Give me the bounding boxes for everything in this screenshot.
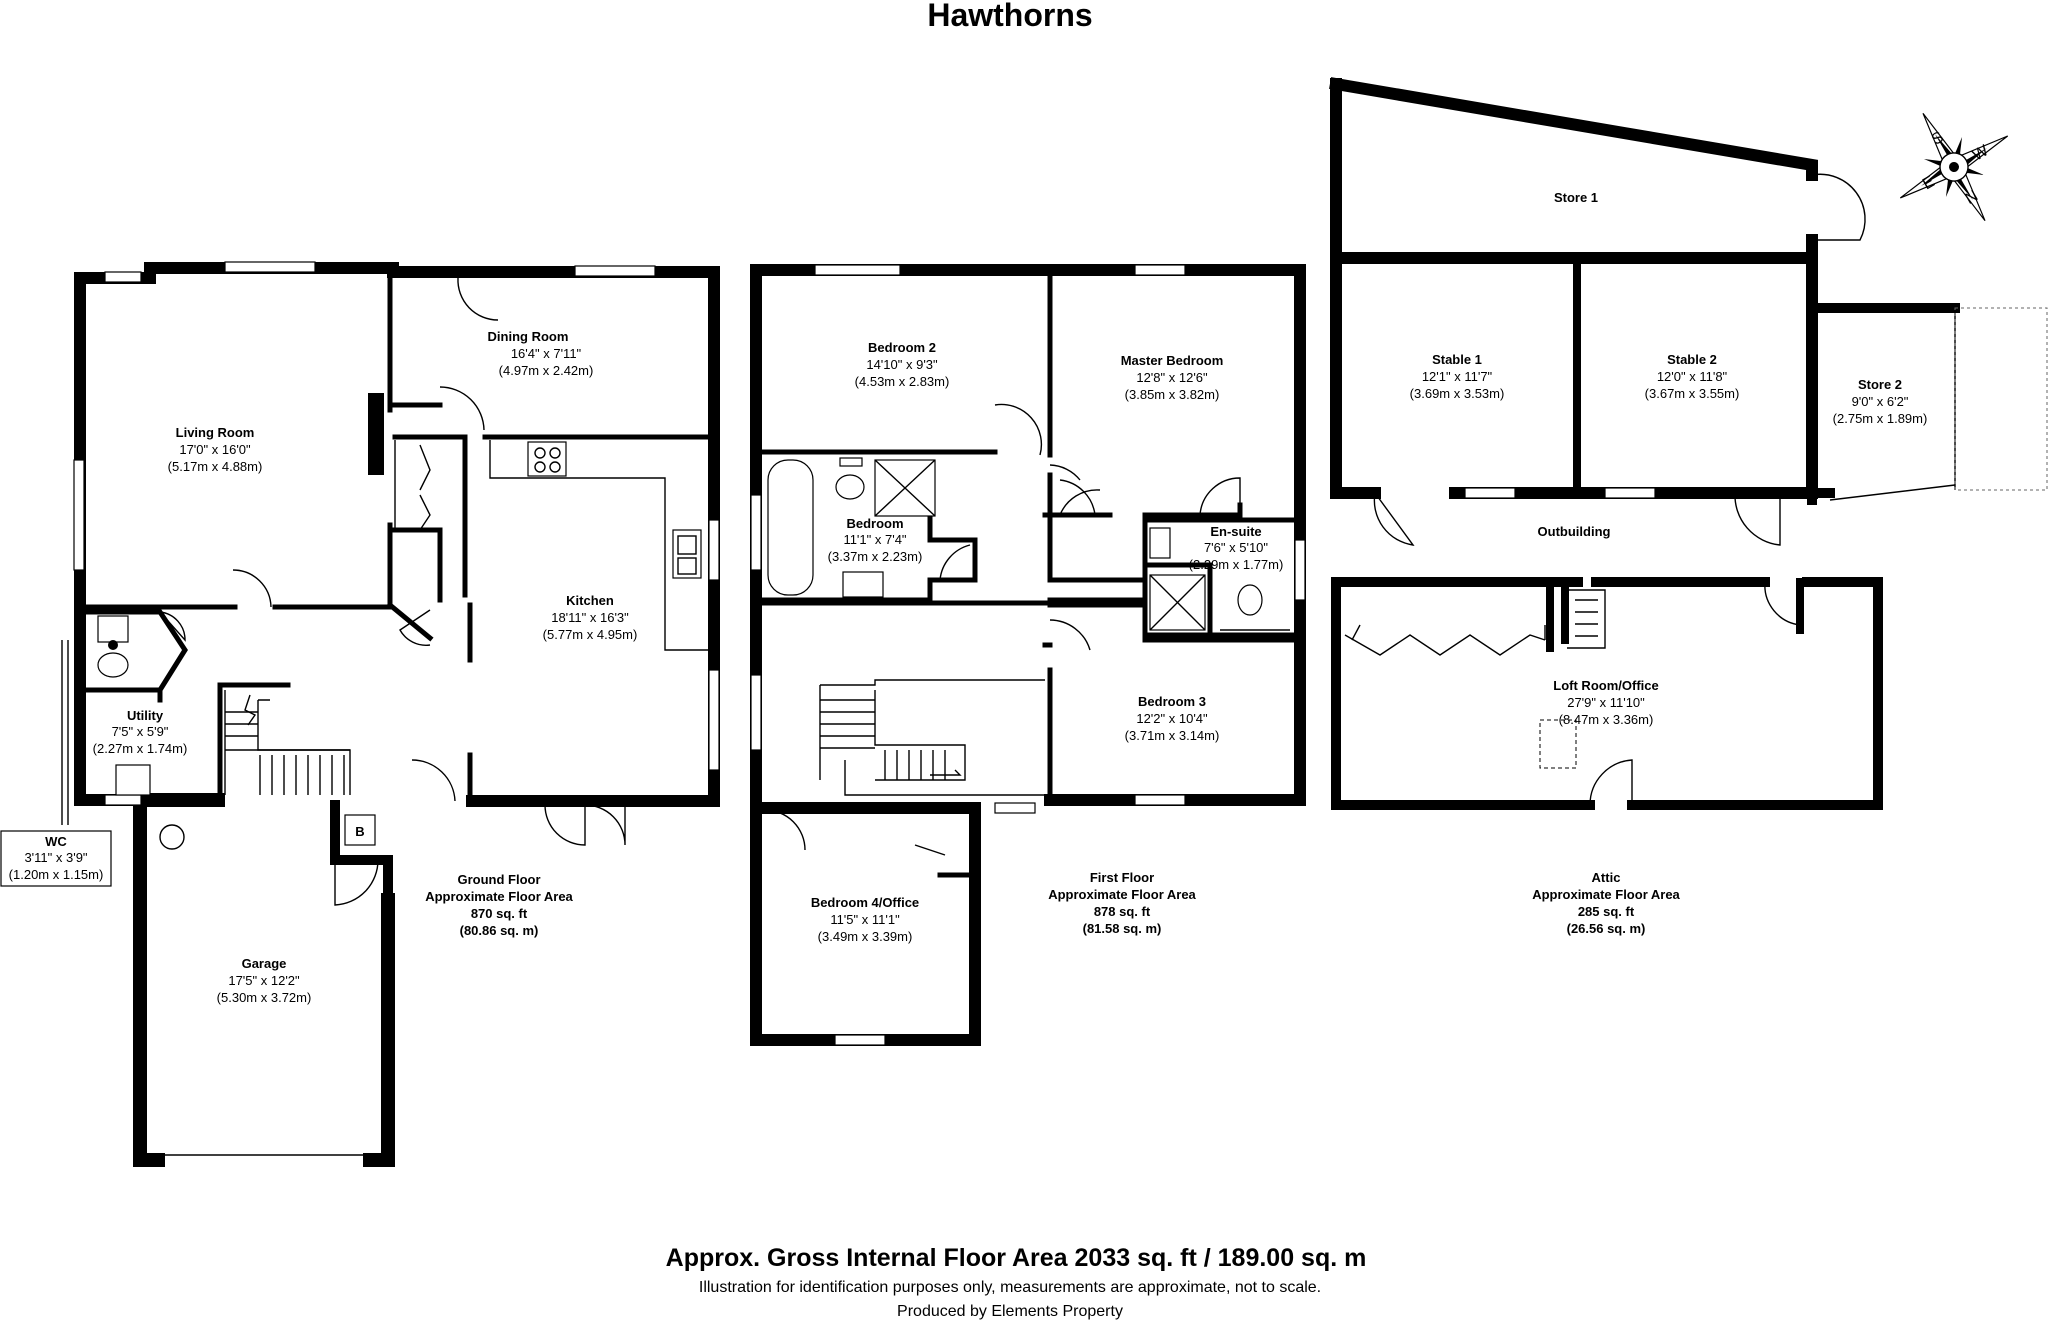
living-room-imperial: 17'0" x 16'0" [179, 442, 251, 457]
en-suite-imperial: 7'6" x 5'10" [1204, 540, 1268, 555]
utility-imperial: 7'5" x 5'9" [112, 724, 169, 739]
bedroom-2-imperial: 14'10" x 9'3" [866, 357, 938, 372]
boiler-label: B [355, 824, 364, 839]
bedroom-imperial: 11'1" x 7'4" [843, 532, 906, 547]
living-room-name: Living Room [176, 425, 255, 440]
ground-floor-caption: Approximate Floor Area [425, 889, 573, 904]
bedroom-name: Bedroom [846, 516, 903, 531]
total-area: Approx. Gross Internal Floor Area 2033 s… [666, 1244, 1367, 1272]
en-suite-metric: (2.29m x 1.77m) [1189, 557, 1284, 572]
outbuilding-labels: Store 1 Stable 1 12'1" x 11'7" (3.69m x … [1410, 190, 1928, 539]
compass-rose: S N E W [1899, 112, 2009, 222]
store-2-name: Store 2 [1858, 377, 1902, 392]
bedroom-2-name: Bedroom 2 [868, 340, 936, 355]
garage-name: Garage [242, 956, 287, 971]
ground-floor-name: Ground Floor [457, 872, 540, 887]
first-floor-name: First Floor [1090, 870, 1154, 885]
wc-imperial: 3'11" x 3'9" [24, 850, 87, 865]
attic-sqft: 285 sq. ft [1578, 904, 1635, 919]
bedroom-3-imperial: 12'2" x 10'4" [1136, 711, 1208, 726]
stable-2-name: Stable 2 [1667, 352, 1717, 367]
wc-name: WC [45, 834, 67, 849]
first-floor-caption: Approximate Floor Area [1048, 887, 1196, 902]
disclaimer: Illustration for identification purposes… [699, 1279, 1321, 1296]
ground-floor-sqft: 870 sq. ft [471, 906, 528, 921]
attic-labels: Loft Room/Office 27'9" x 11'10" (8.47m x… [1532, 678, 1680, 936]
kitchen-name: Kitchen [566, 593, 614, 608]
outbuilding [1329, 77, 2048, 546]
bedroom-4-metric: (3.49m x 3.39m) [818, 929, 913, 944]
garage-imperial: 17'5" x 12'2" [228, 973, 300, 988]
loft-room-name: Loft Room/Office [1553, 678, 1658, 693]
attic-caption: Approximate Floor Area [1532, 887, 1680, 902]
store-1-name: Store 1 [1554, 190, 1598, 205]
bedroom-3-metric: (3.71m x 3.14m) [1125, 728, 1220, 743]
stable-2-metric: (3.67m x 3.55m) [1645, 386, 1740, 401]
bedroom-metric: (3.37m x 2.23m) [828, 549, 923, 564]
attic-sqm: (26.56 sq. m) [1567, 921, 1646, 936]
store-2-metric: (2.75m x 1.89m) [1833, 411, 1928, 426]
dining-room-name: Dining Room [488, 329, 569, 344]
ground-floor: B [61, 261, 720, 1167]
utility-name: Utility [127, 708, 164, 723]
master-bedroom-metric: (3.85m x 3.82m) [1125, 387, 1220, 402]
kitchen-metric: (5.77m x 4.95m) [543, 627, 638, 642]
dining-room-metric: (4.97m x 2.42m) [499, 363, 594, 378]
stable-1-metric: (3.69m x 3.53m) [1410, 386, 1505, 401]
bedroom-4-name: Bedroom 4/Office [811, 895, 919, 910]
outbuilding-name: Outbuilding [1538, 524, 1611, 539]
bedroom-2-metric: (4.53m x 2.83m) [855, 374, 950, 389]
wc-metric: (1.20m x 1.15m) [9, 867, 104, 882]
store-2-imperial: 9'0" x 6'2" [1852, 394, 1909, 409]
first-floor-sqm: (81.58 sq. m) [1083, 921, 1162, 936]
attic [1331, 577, 1883, 810]
master-bedroom-name: Master Bedroom [1121, 353, 1224, 368]
ground-floor-labels: Living Room 17'0" x 16'0" (5.17m x 4.88m… [0, 329, 638, 1005]
producer: Produced by Elements Property [897, 1303, 1123, 1320]
first-floor-labels: Bedroom 2 14'10" x 9'3" (4.53m x 2.83m) … [811, 340, 1284, 944]
bedroom-3-name: Bedroom 3 [1138, 694, 1206, 709]
garage-metric: (5.30m x 3.72m) [217, 990, 312, 1005]
attic-name: Attic [1592, 870, 1621, 885]
dining-room-imperial: 16'4" x 7'11" [511, 346, 582, 361]
stable-2-imperial: 12'0" x 11'8" [1657, 369, 1728, 384]
living-room-metric: (5.17m x 4.88m) [168, 459, 263, 474]
loft-room-imperial: 27'9" x 11'10" [1567, 695, 1645, 710]
kitchen-imperial: 18'11" x 16'3" [551, 610, 629, 625]
utility-metric: (2.27m x 1.74m) [93, 741, 188, 756]
bedroom-4-imperial: 11'5" x 11'1" [830, 912, 900, 927]
stable-1-name: Stable 1 [1432, 352, 1482, 367]
loft-room-metric: (8.47m x 3.36m) [1559, 712, 1654, 727]
master-bedroom-imperial: 12'8" x 12'6" [1136, 370, 1208, 385]
first-floor-sqft: 878 sq. ft [1094, 904, 1151, 919]
first-floor [750, 264, 1306, 1046]
plan-title: Hawthorns [927, 0, 1092, 33]
ground-floor-sqm: (80.86 sq. m) [460, 923, 539, 938]
stable-1-imperial: 12'1" x 11'7" [1422, 369, 1493, 384]
en-suite-name: En-suite [1210, 524, 1261, 539]
